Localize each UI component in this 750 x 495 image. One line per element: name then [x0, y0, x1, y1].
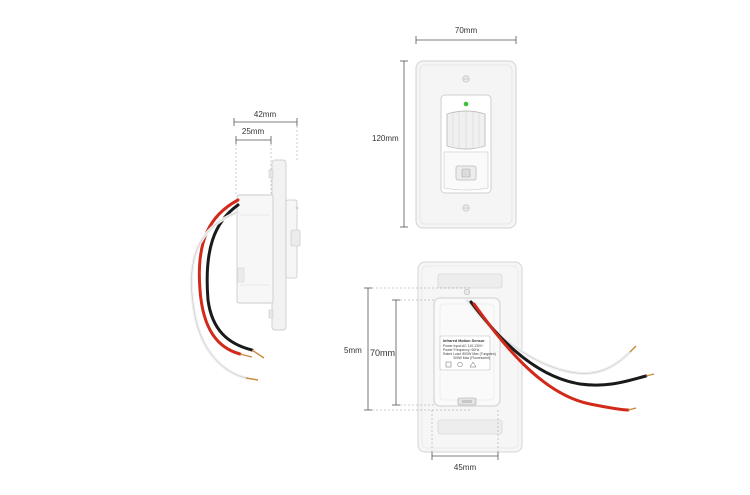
side-depth-label: 42mm [254, 110, 277, 119]
spec-label-line3: Rated Load: 800W Max (Tungsten) [443, 352, 496, 356]
spec-label [439, 335, 491, 371]
front-view: 70mm 120mm [372, 26, 517, 229]
front-width-label: 70mm [455, 26, 478, 35]
recycle-mark-icon [457, 361, 463, 368]
side-red-wire [197, 198, 242, 356]
front-height-label: 120mm [372, 134, 399, 143]
side-view: 42mm 25mm [189, 110, 301, 381]
certification-mark-icon [445, 361, 452, 368]
status-led-icon [463, 101, 469, 107]
spec-label-title: Infrared Motion Sensor [443, 339, 485, 343]
side-body-depth-label: 25mm [242, 127, 265, 136]
back-outer-height-label: 70mm [370, 348, 395, 358]
spec-label-line1: Power Input:AC 110-130V~ [443, 344, 484, 348]
back-view: 5mm 70mm Infrared Motion Sensor Power In… [344, 261, 655, 472]
back-inner-height-label: 5mm [344, 346, 362, 355]
back-width-label: 45mm [454, 463, 477, 472]
back-red-wire [472, 302, 630, 412]
side-sensor-body [236, 194, 274, 304]
spec-label-line2: Power Frequency: 60Hz [443, 348, 480, 352]
side-wall-plate [271, 159, 287, 331]
spec-label-line4: 300W Max (Fluorescent) [453, 356, 490, 360]
warning-mark-icon [469, 361, 477, 368]
